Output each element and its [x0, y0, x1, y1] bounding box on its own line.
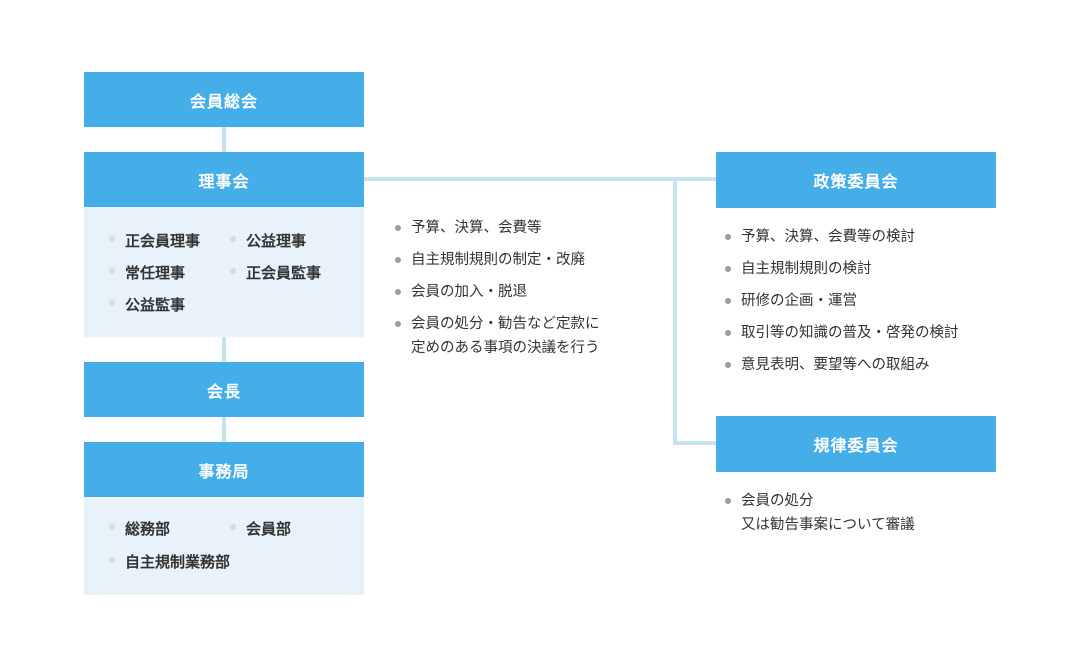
secretariat-box: 事務局 — [84, 442, 364, 497]
discipline-duty-item: 会員の処分 — [725, 489, 814, 513]
board-member-item: 常任理事 — [108, 264, 186, 282]
connector-chairman-secretariat — [222, 417, 226, 443]
connector-board-committees — [363, 177, 717, 181]
discipline-committee-box: 規律委員会 — [716, 416, 996, 472]
connector-discipline — [673, 441, 717, 445]
secretariat-depts-panel: 総務部 会員部 自主規制業務部 — [84, 497, 364, 595]
policy-committee-box: 政策委員会 — [716, 152, 996, 208]
board-members-panel: 正会員理事 公益理事 常任理事 正会員監事 公益監事 — [84, 207, 364, 337]
policy-duty-item: 取引等の知識の普及・啓発の検討 — [725, 321, 959, 345]
connector-committees-vertical — [673, 177, 677, 445]
board-box: 理事会 — [84, 152, 364, 207]
policy-duty-item: 予算、決算、会費等の検討 — [725, 225, 915, 249]
board-duty-item: 予算、決算、会費等 — [395, 216, 542, 240]
policy-duty-item: 研修の企画・運営 — [725, 289, 857, 313]
board-duty-item-continued: 定めのある事項の決議を行う — [411, 340, 600, 356]
board-member-item: 公益理事 — [229, 232, 307, 250]
general-meeting-box: 会員総会 — [84, 72, 364, 127]
chairman-box: 会長 — [84, 362, 364, 417]
secretariat-dept-item: 総務部 — [108, 520, 171, 538]
board-duty-item: 会員の加入・脱退 — [395, 280, 527, 304]
board-duty-item: 自主規制規則の制定・改廃 — [395, 248, 585, 272]
policy-duty-item: 意見表明、要望等への取組み — [725, 353, 930, 377]
discipline-duty-item-continued: 又は勧告事案について審議 — [741, 517, 915, 533]
secretariat-dept-item: 自主規制業務部 — [108, 553, 231, 571]
connector-board-chairman — [222, 337, 226, 363]
board-member-item: 正会員理事 — [108, 232, 201, 250]
board-duty-item: 会員の処分・勧告など定款に — [395, 312, 600, 336]
policy-duty-item: 自主規制規則の検討 — [725, 257, 872, 281]
board-member-item: 正会員監事 — [229, 264, 322, 282]
board-member-item: 公益監事 — [108, 296, 186, 314]
secretariat-dept-item: 会員部 — [229, 520, 292, 538]
connector-general-board — [222, 127, 226, 153]
